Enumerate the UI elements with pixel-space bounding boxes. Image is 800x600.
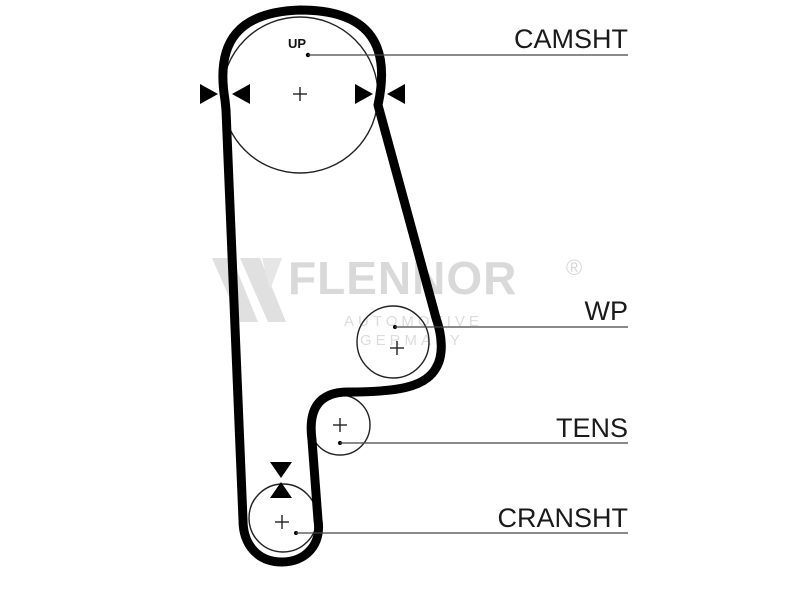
watermark: FLENNOR ® AUTOMOTIVE GERMANY: [212, 252, 582, 349]
crankshaft-center-icon: [275, 515, 289, 529]
camshaft-center-icon: [293, 87, 307, 101]
watermark-line1: AUTOMOTIVE: [344, 313, 483, 330]
watermark-brand: FLENNOR: [288, 252, 517, 304]
tensioner-center-icon: [333, 418, 347, 432]
watermark-line2: GERMANY: [360, 332, 464, 349]
camshaft-right-timing-mark-icon: [355, 84, 405, 104]
watermark-registered: ®: [566, 255, 582, 280]
camshaft-left-timing-mark-icon: [200, 84, 250, 104]
water-pump-center-icon: [390, 341, 404, 355]
watermark-logo-icon: [212, 258, 286, 322]
water-pump-pulley: [356, 305, 430, 379]
tensioner-label: TENS: [556, 413, 628, 443]
crankshaft-label: CRANSHT: [497, 503, 628, 533]
up-mark-label: UP: [288, 36, 306, 51]
camshaft-label: CAMSHT: [514, 24, 628, 54]
water-pump-label: WP: [585, 296, 629, 326]
timing-belt: [218, 5, 446, 567]
crankshaft-timing-mark-icon: [270, 462, 292, 498]
